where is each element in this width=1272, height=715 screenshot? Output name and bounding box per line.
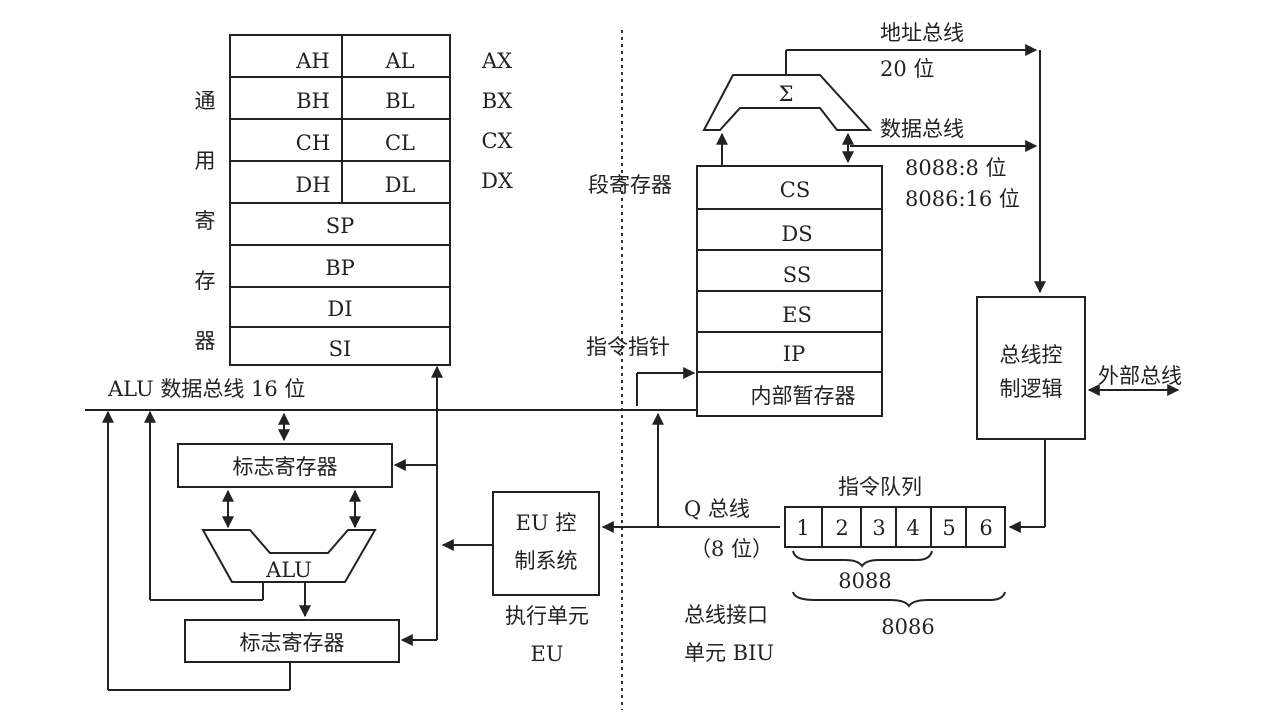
biu-line1: 总线接口	[684, 603, 768, 627]
queue-cell-2: 2	[835, 516, 848, 540]
eu-control-line2: 制系统	[515, 549, 578, 573]
brace-8088	[792, 550, 933, 568]
queue-cell-5: 5	[942, 516, 955, 540]
bus-control-line2: 制逻辑	[1000, 377, 1063, 401]
alu-unit	[201, 529, 377, 583]
flag-register-top-label: 标志寄存器	[233, 455, 338, 479]
register-ip: IP	[783, 342, 805, 366]
brace-8086-label: 8086	[881, 615, 934, 639]
register-ax: AX	[481, 49, 512, 73]
register-dl: DL	[385, 173, 416, 197]
register-al: AL	[384, 49, 414, 73]
flag-register-bottom-label: 标志寄存器	[240, 631, 345, 655]
general-register-label-4: 存	[195, 269, 216, 293]
general-register-block: AH AL AX BH BL BX CH CL CX DH DL DX SP B…	[195, 34, 513, 366]
general-register-label-1: 通	[195, 89, 216, 113]
queue-cell-1: 1	[796, 516, 809, 540]
execution-unit-line1: 执行单元	[505, 604, 589, 628]
brace-8086	[792, 591, 1006, 608]
eu-control-line1: EU 控	[516, 511, 577, 535]
flag-register-bottom	[184, 619, 400, 663]
data-bus-line1: 数据总线	[880, 117, 964, 141]
queue-cell-3: 3	[872, 516, 885, 540]
address-adder	[702, 74, 873, 131]
queue-cell-6: 6	[979, 516, 992, 540]
brace-8088-label: 8088	[838, 569, 891, 593]
instruction-queue-label: 指令队列	[838, 475, 922, 499]
general-register-label-3: 寄	[195, 209, 216, 233]
address-bus-line2: 20 位	[880, 57, 934, 81]
queue-cell-4: 4	[906, 516, 919, 540]
register-bx: BX	[482, 89, 512, 113]
register-cs: CS	[780, 178, 810, 202]
register-bl: BL	[385, 89, 414, 113]
segment-registers-label: 段寄存器	[588, 173, 672, 197]
address-bus-line1: 地址总线	[880, 21, 964, 45]
register-bh: BH	[296, 89, 330, 113]
bus-control-logic	[976, 296, 1086, 440]
alu-label: ALU	[265, 558, 312, 582]
register-ah: AH	[295, 49, 329, 73]
register-sp: SP	[326, 214, 355, 238]
internal-temp-register: 内部暂存器	[751, 384, 856, 408]
general-register-label-2: 用	[195, 149, 216, 173]
register-cx: CX	[481, 129, 512, 153]
register-di: DI	[327, 297, 352, 321]
q-bus-line1: Q 总线	[684, 497, 750, 521]
q-bus-line2: （8 位）	[690, 537, 773, 561]
data-bus-line2: 8088:8 位	[905, 156, 1007, 180]
flag-register-top	[177, 443, 393, 488]
bus-control-line1: 总线控	[1000, 343, 1063, 367]
register-si: SI	[329, 337, 352, 361]
register-es: ES	[782, 303, 812, 327]
instruction-pointer-label: 指令指针	[586, 335, 670, 359]
register-cl: CL	[385, 131, 415, 155]
register-dx: DX	[481, 169, 513, 193]
register-ss: SS	[783, 263, 811, 287]
general-register-label-5: 器	[195, 329, 216, 353]
register-dh: DH	[295, 173, 330, 197]
alu-bus-label: ALU 数据总线 16 位	[107, 377, 305, 401]
register-ds: DS	[781, 222, 812, 246]
adder-symbol: Σ	[779, 82, 794, 106]
data-bus-line3: 8086:16 位	[905, 187, 1020, 211]
register-ch: CH	[296, 131, 330, 155]
biu-line2: 单元 BIU	[684, 641, 774, 665]
eu-control-system	[492, 491, 600, 596]
external-bus-label: 外部总线	[1098, 364, 1182, 388]
execution-unit-line2: EU	[530, 642, 563, 666]
register-bp: BP	[325, 256, 355, 280]
